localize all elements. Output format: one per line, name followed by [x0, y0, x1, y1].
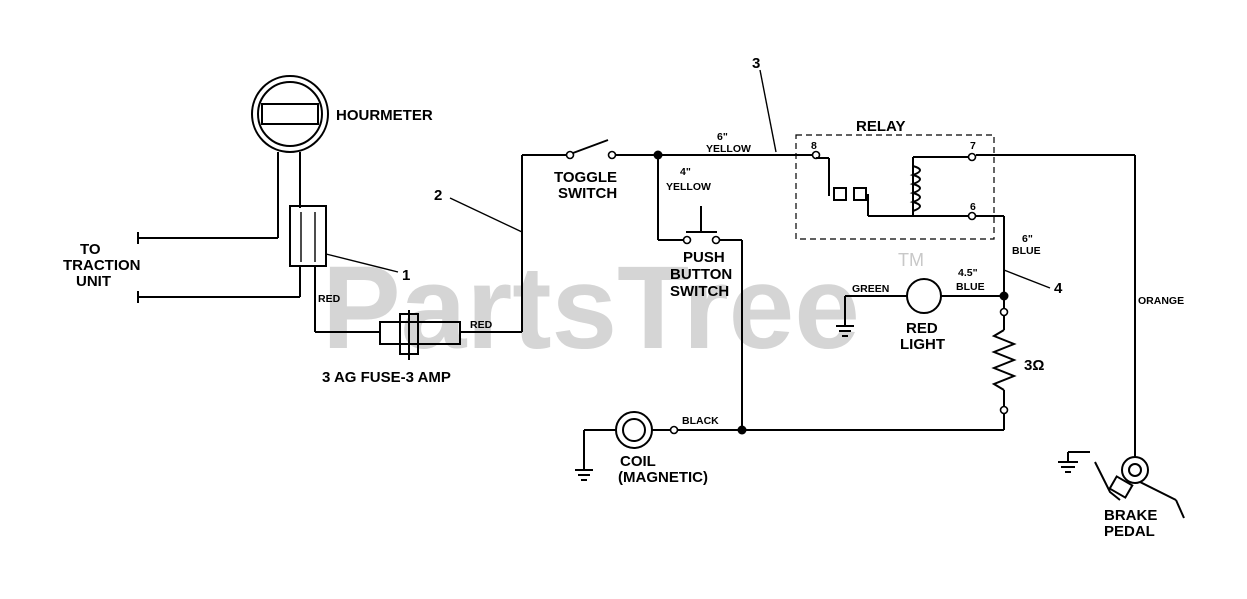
green-wire-label: GREEN: [852, 283, 889, 295]
traction-wires: [137, 206, 301, 303]
brake-label-line2: PEDAL: [1104, 523, 1155, 540]
toggle-label-line1: TOGGLE: [554, 169, 617, 186]
coil-label-line1: COIL: [620, 453, 656, 470]
yellow-4-length: 4": [680, 166, 691, 178]
fuse-label: 3 AG FUSE-3 AMP: [322, 369, 451, 386]
relay-terminal-8: 8: [811, 140, 817, 152]
callout-4-leader: [1003, 269, 1051, 289]
resistor: [991, 296, 1017, 430]
brake-label-line1: BRAKE: [1104, 507, 1157, 524]
coil-label-line2: (MAGNETIC): [618, 469, 708, 486]
callout-1-leader: [325, 253, 399, 273]
relay: [795, 134, 995, 240]
traction-label-line1: TO: [80, 241, 101, 258]
orange-wire-label: ORANGE: [1138, 295, 1184, 307]
blue-45-color: BLUE: [956, 281, 985, 293]
callout-4: 4: [1054, 280, 1063, 297]
yellow-6-length: 6": [717, 131, 728, 143]
coil: [575, 411, 679, 481]
yellow-4-color: YELLOW: [666, 181, 711, 193]
red-wire-label-left: RED: [318, 293, 341, 305]
relay-terminal-6: 6: [970, 201, 976, 213]
orange-wire: [976, 154, 1136, 458]
traction-label-line2: TRACTION: [63, 257, 141, 274]
blue-6-length: 6": [1022, 233, 1033, 245]
red-wire-label-fuse: RED: [470, 319, 493, 331]
hourmeter-connector: [289, 205, 327, 267]
watermark-text: PartsTree: [322, 242, 860, 374]
red-light: [836, 278, 1004, 337]
push-label-line2: BUTTON: [670, 266, 732, 283]
traction-label-line3: UNIT: [76, 273, 111, 290]
red-wire-to-fuse: [314, 266, 380, 333]
red-wire-to-toggle: [460, 154, 566, 333]
callout-1: 1: [402, 267, 410, 284]
hourmeter-label: HOURMETER: [336, 107, 433, 124]
blue-45-length: 4.5": [958, 267, 978, 279]
relay-label: RELAY: [856, 118, 905, 135]
callout-3: 3: [752, 55, 760, 72]
watermark: PartsTree TM: [322, 242, 924, 374]
relay-terminal-7: 7: [970, 140, 976, 152]
push-label-line3: SWITCH: [670, 283, 729, 300]
callout-2-leader: [449, 197, 523, 233]
watermark-trademark: TM: [898, 250, 924, 270]
yellow-6-color: YELLOW: [706, 143, 751, 155]
blue-wire: [976, 215, 1005, 296]
push-label-line1: PUSH: [683, 249, 725, 266]
callout-3-leader: [759, 69, 777, 153]
toggle-switch: [565, 139, 658, 160]
junction-black: [737, 425, 747, 435]
red-light-label-line1: RED: [906, 320, 938, 337]
hourmeter: [251, 75, 329, 208]
blue-6-color: BLUE: [1012, 245, 1041, 257]
yellow-wire-4in: [657, 155, 683, 241]
resistor-label: 3Ω: [1024, 357, 1044, 374]
push-button-switch: [682, 206, 743, 430]
black-wire-label: BLACK: [682, 415, 719, 427]
callout-2: 2: [434, 187, 442, 204]
brake-pedal: [1058, 451, 1185, 519]
toggle-label-line2: SWITCH: [558, 185, 617, 202]
red-light-label-line2: LIGHT: [900, 336, 945, 353]
